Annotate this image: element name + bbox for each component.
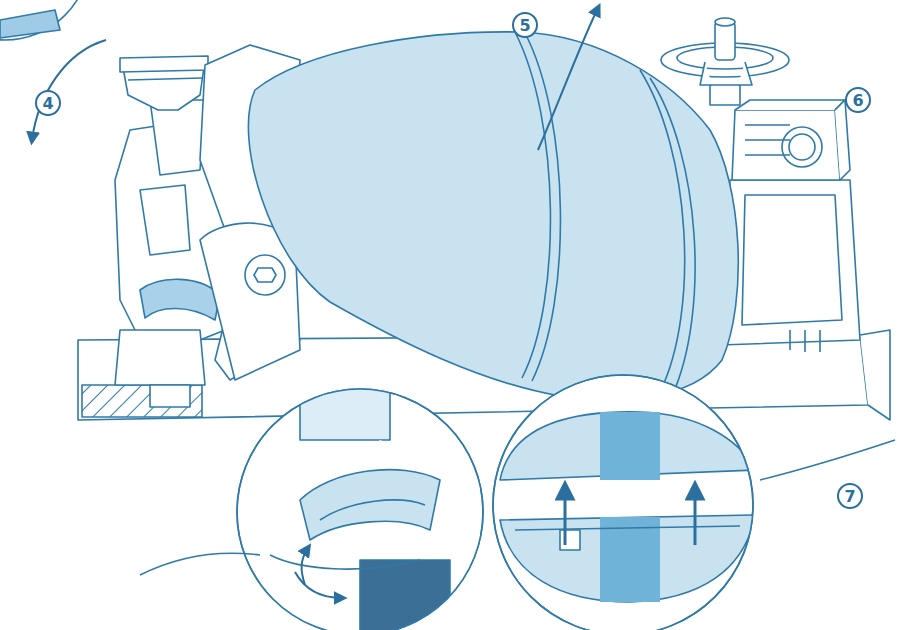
callout-number: 6 [852,93,863,109]
callout-number: 4 [42,96,53,112]
callout-number: 7 [844,489,855,505]
callout-number: 5 [519,18,530,34]
